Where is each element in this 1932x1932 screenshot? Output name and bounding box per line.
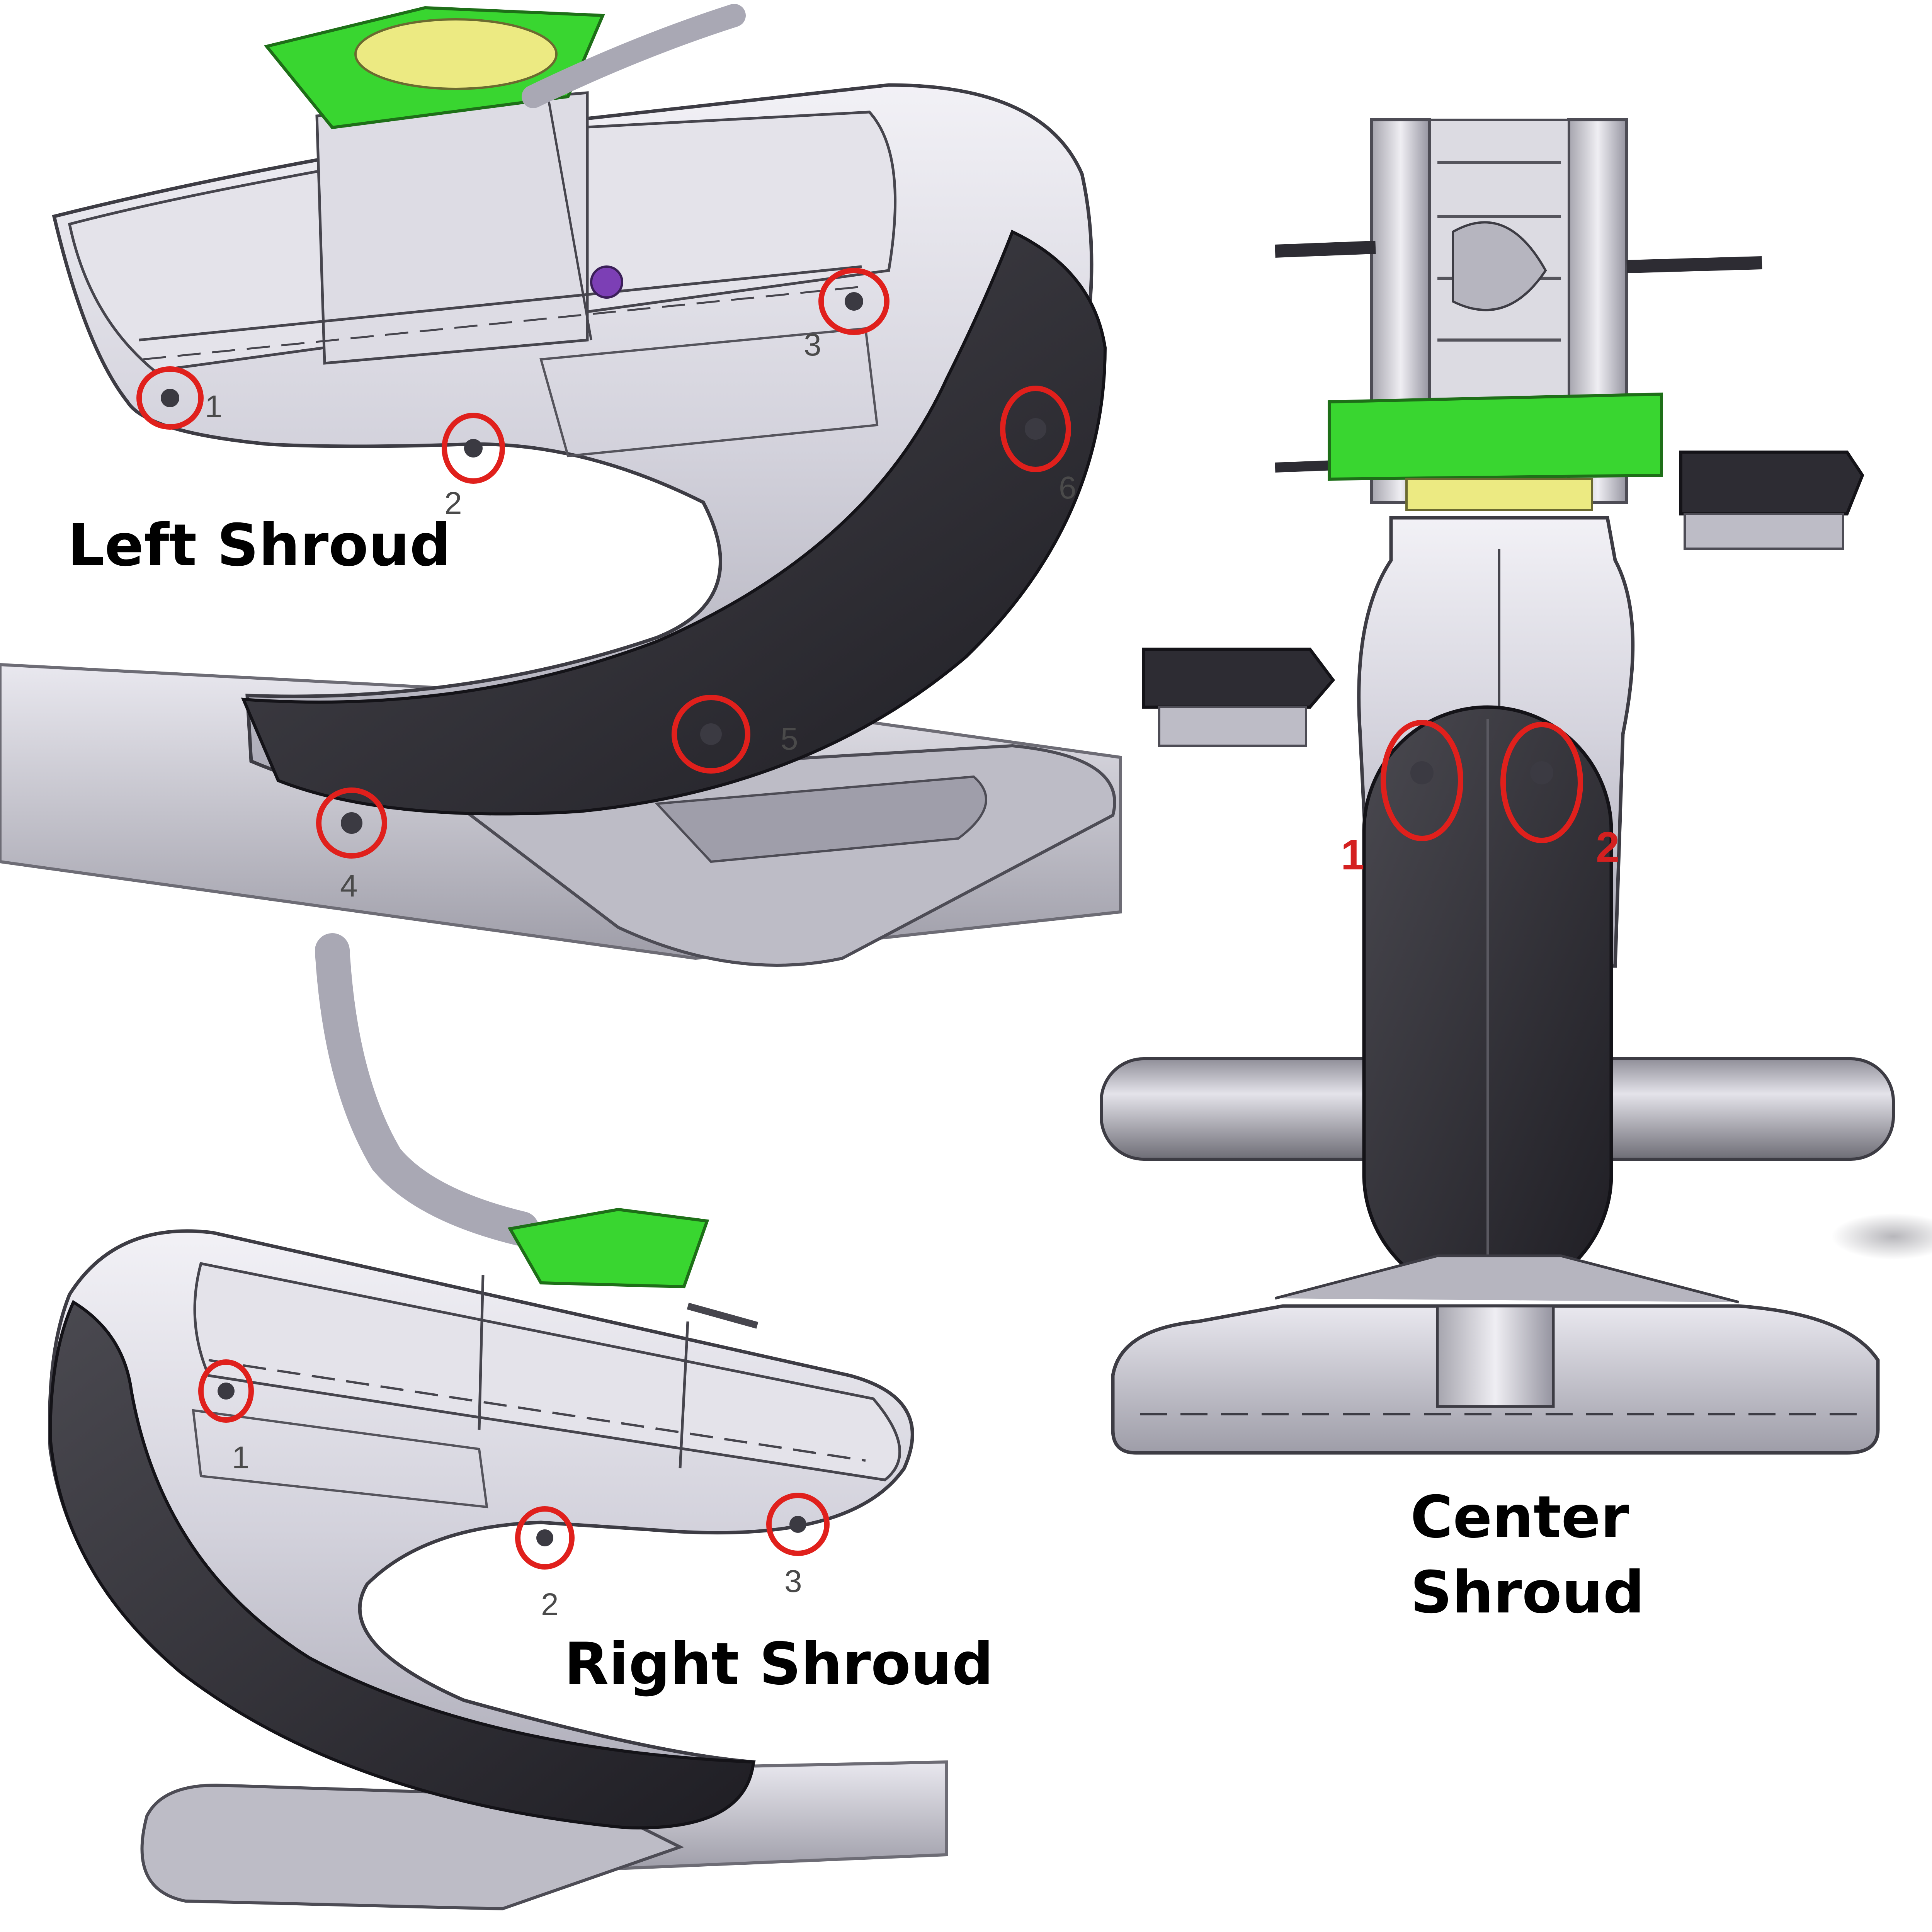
left-shroud-title: Left Shroud [68, 512, 451, 579]
left-callout-circle-5 [672, 695, 750, 774]
left-callout-label-3: 3 [804, 327, 821, 362]
right-callouts [198, 1359, 830, 1570]
center-pedal-left [1142, 648, 1335, 709]
left-callout-circle-3 [818, 268, 889, 335]
center-shroud-title-line2: Shroud [1410, 1559, 1645, 1626]
center-callout-label-2: 2 [1596, 823, 1619, 871]
center-callout-label-1: 1 [1341, 831, 1364, 879]
right-shroud-title: Right Shroud [564, 1631, 994, 1698]
left-callout-circle-1 [136, 366, 204, 430]
center-callout-circle-1 [1381, 720, 1463, 841]
center-pedal-right [1679, 451, 1864, 515]
left-shroud-trim [241, 230, 1107, 816]
center-green-bracket [1328, 392, 1663, 481]
left-callout-label-5: 5 [781, 721, 798, 757]
center-shroud-title: Center Shroud [1410, 1480, 1645, 1631]
left-shroud-view: 1 2 3 4 5 6 [0, 4, 1122, 967]
right-cylinder-cover [193, 1262, 901, 1481]
right-callout-label-2: 2 [541, 1587, 559, 1622]
left-callout-label-4: 4 [340, 868, 358, 903]
center-shroud-title-line1: Center [1410, 1484, 1629, 1551]
center-shroud-view: 1 2 [1100, 118, 1932, 1455]
right-shroud-view: 1 2 3 [48, 933, 948, 1911]
left-callout-circle-6 [1000, 386, 1071, 472]
right-callout-circle-3 [766, 1493, 830, 1556]
center-callouts [1381, 720, 1583, 843]
center-callout-circle-2 [1500, 722, 1583, 843]
left-callouts [136, 268, 1071, 859]
left-callout-circle-2 [442, 413, 505, 484]
right-shroud-trim [48, 1300, 755, 1830]
right-green-bracket [507, 1208, 709, 1289]
left-callout-circle-4 [316, 787, 387, 859]
right-callout-label-3: 3 [784, 1564, 802, 1599]
left-callout-label-2: 2 [444, 486, 462, 521]
right-callout-circle-2 [515, 1506, 575, 1570]
right-callout-label-1: 1 [232, 1440, 250, 1475]
left-callout-label-6: 6 [1059, 470, 1077, 505]
right-callout-circle-1 [198, 1359, 254, 1423]
left-callout-label-1: 1 [205, 389, 223, 424]
